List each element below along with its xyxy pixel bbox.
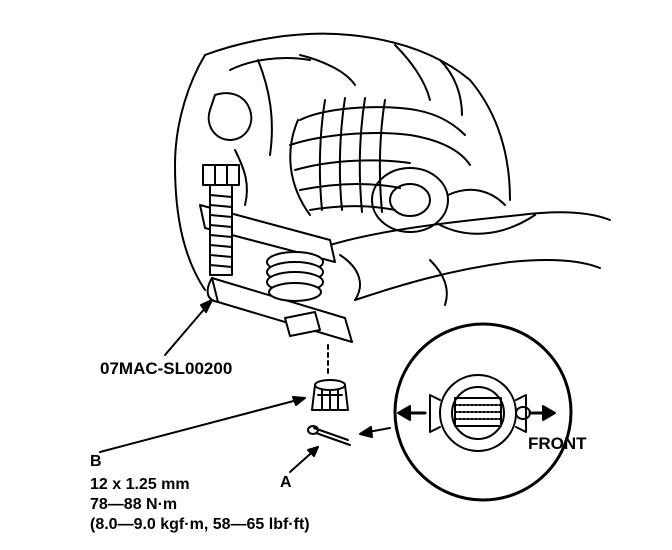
castle-nut [311,379,349,411]
cv-boot [289,97,471,216]
callout-b-leader-arrow [292,396,306,406]
callout-a-leader-arrow [307,446,319,457]
tool-leader-arrow [200,299,213,313]
tool-code-label: 07MAC-SL00200 [100,359,233,378]
hub-flange [371,167,536,235]
torque-spec-alt-units: (8.0—9.0 kgf·m, 58—65 lbf·ft) [90,516,310,533]
callout-b-label: B [90,453,102,470]
torque-spec-nm: 78—88 N·m [90,496,178,513]
steering-knuckle [174,32,511,291]
callout-b-leader-line [99,397,306,453]
inset-pointer-arrow [359,426,373,438]
lower-arm [329,211,611,306]
thread-size-spec: 12 x 1.25 mm [90,476,190,493]
front-direction-label: FRONT [528,434,587,453]
callout-a-label: A [280,474,292,491]
detail-inset [393,322,573,502]
ball-joint-remover-tool [199,164,353,343]
cotter-pin [307,425,351,446]
